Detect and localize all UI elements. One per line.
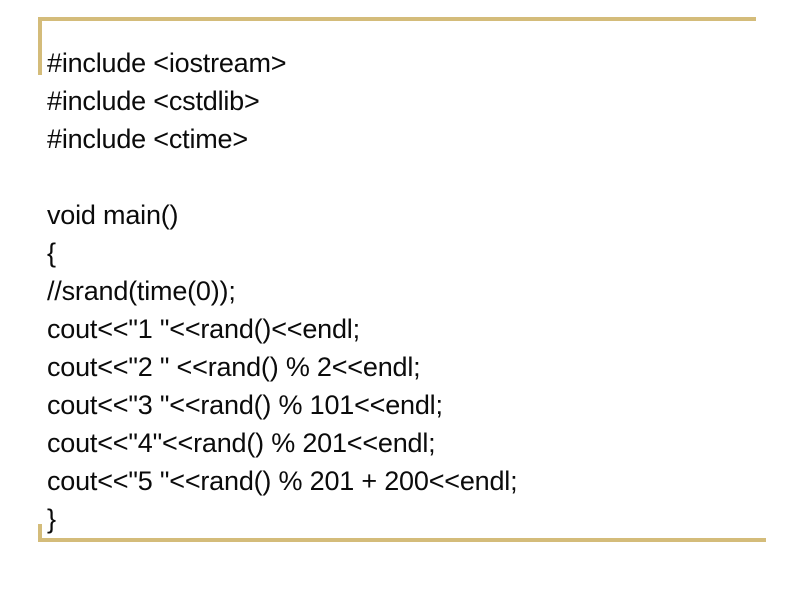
left-gold-rule bbox=[38, 17, 42, 75]
code-line: } bbox=[47, 504, 56, 534]
code-line-blank bbox=[47, 158, 767, 196]
code-line: { bbox=[47, 238, 56, 268]
code-line: void main() bbox=[47, 200, 179, 230]
code-line: cout<<"1 "<<rand()<<endl; bbox=[47, 314, 360, 344]
code-line: #include <cstdlib> bbox=[47, 86, 260, 116]
code-block: #include <iostream> #include <cstdlib> #… bbox=[47, 44, 767, 538]
code-line: cout<<"2 " <<rand() % 2<<endl; bbox=[47, 352, 421, 382]
code-line: //srand(time(0)); bbox=[47, 276, 236, 306]
code-line: #include <iostream> bbox=[47, 48, 287, 78]
code-line: #include <ctime> bbox=[47, 124, 248, 154]
top-gold-rule bbox=[38, 17, 756, 21]
code-line: cout<<"5 "<<rand() % 201 + 200<<endl; bbox=[47, 466, 518, 496]
bottom-left-gold-tick bbox=[38, 524, 42, 542]
code-line: cout<<"3 "<<rand() % 101<<endl; bbox=[47, 390, 443, 420]
bottom-gold-rule bbox=[38, 538, 766, 542]
code-line: cout<<"4"<<rand() % 201<<endl; bbox=[47, 428, 436, 458]
